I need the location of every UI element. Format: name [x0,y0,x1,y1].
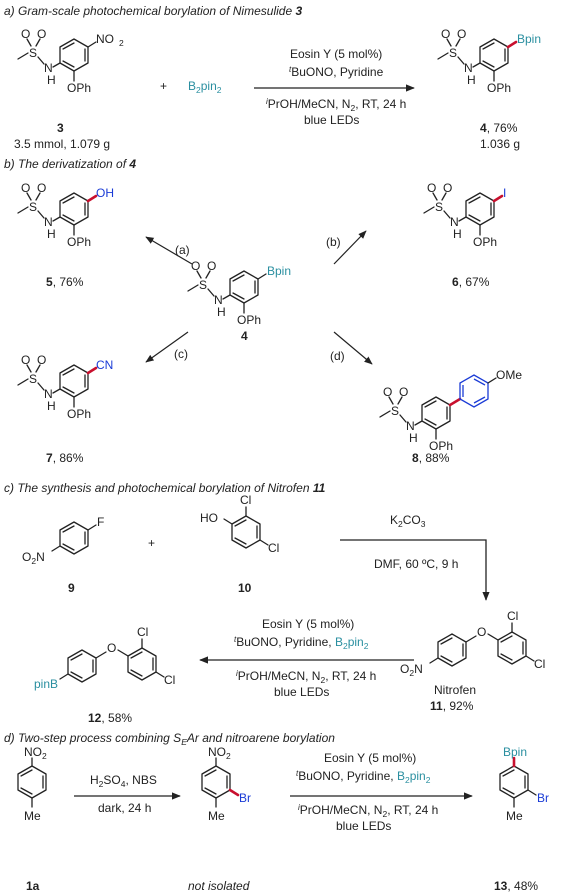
svg-text:Cl: Cl [240,493,251,507]
compound-12-structure: O Cl Cl pinB [34,625,175,691]
cond-d-solvent: iPrOH/MeCN, N2, RT, 24 h [298,803,438,819]
svg-text:Bpin: Bpin [517,32,541,46]
cond-d-tbuono: tBuONO, Pyridine, B2pin2 [296,769,431,785]
compound-1a-label: 1a [26,879,40,893]
compound-13-yield: 13, 48% [494,879,538,893]
intermediate-bromo-structure: NO2 Br Me [201,745,251,823]
svg-text:Cl: Cl [164,673,175,687]
cond-a-leds: blue LEDs [304,113,359,127]
compound-3-amount: 3.5 mmol, 1.079 g [14,137,110,151]
cond-c-solvent: iPrOH/MeCN, N2, RT, 24 h [236,669,376,685]
svg-text:Me: Me [24,809,41,823]
svg-text:Cl: Cl [137,625,148,639]
cond-c-dmf: DMF, 60 ºC, 9 h [374,557,458,571]
svg-text:OMe: OMe [496,368,522,382]
section-d-title: d) Two-step process combining SEAr and n… [4,731,335,747]
label-d: (d) [330,349,345,363]
svg-text:I: I [503,186,506,200]
arrow-to-11 [340,539,490,601]
compound-11-name: Nitrofen [434,683,476,697]
reagent-b2pin2-a: B2pin2 [188,79,222,95]
compound-5-yield: 5, 76% [46,275,84,289]
svg-text:HO: HO [200,511,218,525]
compound-3-label: 3 [57,121,64,135]
compound-4-product-structure: Bpin [437,26,541,96]
arrow-to-8 [333,331,373,365]
arrow-to-7 [145,331,189,363]
section-b-title: b) The derivatization of 4 [4,157,136,171]
compound-13-structure: Bpin Br Me [499,745,549,823]
svg-text:O: O [477,625,486,639]
cond-a-tbuono: tBuONO, Pyridine [289,65,384,79]
svg-text:O2N: O2N [400,662,423,678]
compound-9-label: 9 [68,581,75,595]
intermediate-not-isolated: not isolated [188,879,250,893]
cond-d-dark: dark, 24 h [98,801,151,815]
compound-6-structure: I [423,180,506,250]
compound-11-structure: O Cl Cl O2N [400,609,545,678]
plus-sign-a: + [160,79,167,93]
arrow-to-6 [333,230,367,265]
plus-sign-c: + [148,536,155,550]
compound-8-yield: 8, 88% [412,451,450,465]
svg-text:Br: Br [239,791,251,805]
compound-4-yield: 4, 76% [480,121,518,135]
section-c-title: c) The synthesis and photochemical boryl… [4,481,326,495]
svg-text:2: 2 [119,38,124,48]
label-b: (b) [326,235,341,249]
compound-6-yield: 6, 67% [452,275,490,289]
compound-11-yield: 11, 92% [430,699,474,713]
svg-text:Cl: Cl [534,657,545,671]
cond-d-eosin: Eosin Y (5 mol%) [324,751,416,765]
svg-text:Cl: Cl [268,541,279,555]
cond-c-leds: blue LEDs [274,685,329,699]
svg-text:OH: OH [96,186,114,200]
arrow-to-5 [145,236,193,265]
svg-text:NO: NO [96,32,114,46]
cond-a-eosin: Eosin Y (5 mol%) [290,47,382,61]
compound-9-structure: F O2N [22,515,104,566]
compound-8-structure: OMe [379,368,522,454]
svg-text:Br: Br [537,791,549,805]
svg-text:Cl: Cl [507,609,518,623]
cond-d-leds: blue LEDs [336,819,391,833]
compound-12-yield: 12, 58% [88,711,132,725]
cond-c-tbuono: tBuONO, Pyridine, B2pin2 [234,635,369,651]
compound-3-structure: NO 2 [17,26,124,96]
svg-text:O: O [107,641,116,655]
svg-text:Bpin: Bpin [503,745,527,759]
compound-7-structure: CN [17,352,113,422]
compound-4-mass: 1.036 g [480,137,520,151]
svg-text:Me: Me [208,809,225,823]
section-a-title: a) Gram-scale photochemical borylation o… [4,4,302,18]
svg-text:pinB: pinB [34,677,58,691]
svg-text:Bpin: Bpin [267,264,291,278]
svg-text:F: F [97,515,104,529]
svg-text:NO2: NO2 [208,745,231,761]
compound-10-structure: HO Cl Cl [200,493,279,555]
compound-7-yield: 7, 86% [46,451,84,465]
label-a: (a) [175,243,190,257]
svg-text:NO2: NO2 [24,745,47,761]
compound-4-central-structure: Bpin [187,258,291,328]
svg-text:Me: Me [506,809,523,823]
compound-5-structure: OH [17,180,114,250]
compound-10-label: 10 [238,581,252,595]
cond-d-h2so4: H2SO4, NBS [90,773,157,789]
cond-c-k2co3: K2CO3 [390,513,426,529]
compound-1a-structure: NO2 Me [17,745,47,823]
svg-text:CN: CN [96,358,113,372]
label-c: (c) [174,347,188,361]
cond-a-solvent: iPrOH/MeCN, N2, RT, 24 h [266,97,406,113]
compound-4-central-label: 4 [241,329,248,343]
cond-c-eosin: Eosin Y (5 mol%) [262,617,354,631]
svg-text:O2N: O2N [22,550,45,566]
